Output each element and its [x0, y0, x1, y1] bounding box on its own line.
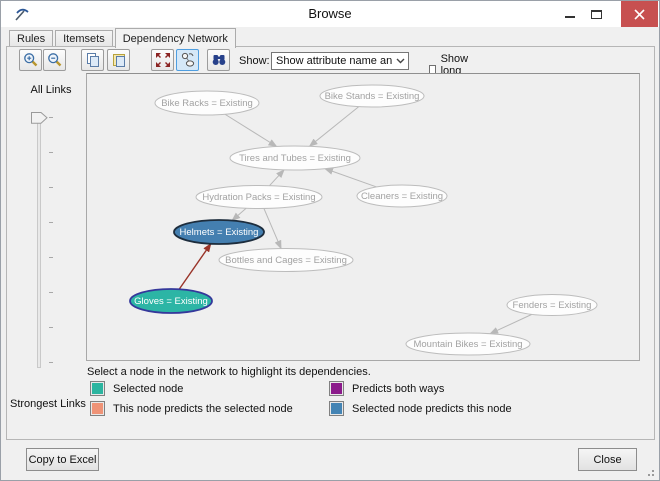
- chevron-down-icon: [396, 58, 405, 64]
- zoom-out-icon: [47, 53, 61, 67]
- legend-swatch-both-ways: [329, 381, 344, 396]
- dependency-network-page: Show: Show attribute name and value Show…: [6, 46, 655, 440]
- graph-edge-cleaners-to-tires-tubes: [324, 168, 377, 188]
- dependency-network-canvas[interactable]: Bike Racks = Existing Bike Stands = Exist…: [86, 73, 640, 361]
- legend-selected-predicts: Selected node predicts this node: [329, 401, 512, 416]
- show-mode-value: Show attribute name and value: [276, 55, 392, 67]
- maximize-button[interactable]: [585, 1, 607, 27]
- links-slider-thumb[interactable]: [31, 112, 48, 124]
- legend-swatch-predicts-selected: [90, 401, 105, 416]
- zoom-to-fit-icon: [155, 53, 170, 67]
- graph-node-hydration-packs[interactable]: Hydration Packs = Existing: [195, 185, 323, 209]
- show-mode-dropdown[interactable]: Show attribute name and value: [271, 52, 409, 70]
- dependency-graph: Bike Racks = Existing Bike Stands = Exist…: [129, 84, 598, 356]
- graph-node-gloves[interactable]: Gloves = Existing: [129, 288, 213, 314]
- graph-node-mountain-bikes[interactable]: Mountain Bikes = Existing: [405, 332, 531, 356]
- find-node-icon: [212, 55, 225, 65]
- graph-node-label: Fenders = Existing: [513, 300, 592, 311]
- zoom-out-button[interactable]: [43, 49, 66, 71]
- graph-node-helmets[interactable]: Helmets = Existing: [173, 219, 265, 245]
- graph-node-bottles-cages[interactable]: Bottles and Cages = Existing: [218, 248, 354, 272]
- pickaxe-icon: [15, 8, 29, 21]
- graph-node-label: Bike Racks = Existing: [161, 98, 253, 109]
- graph-node-label: Hydration Packs = Existing: [202, 192, 315, 203]
- graph-node-bike-racks[interactable]: Bike Racks = Existing: [154, 90, 260, 116]
- links-slider-ticks: [49, 117, 55, 369]
- graph-node-label: Cleaners = Existing: [361, 191, 443, 202]
- title-bar: Browse: [1, 1, 659, 27]
- strongest-links-label: Strongest Links: [10, 398, 86, 410]
- graph-edge-hydration-packs-to-bottles-cages: [263, 208, 282, 250]
- graph-node-label: Gloves = Existing: [134, 296, 208, 307]
- all-links-label: All Links: [30, 84, 72, 96]
- legend-swatch-selected: [90, 381, 105, 396]
- legend-selected-node: Selected node: [90, 381, 183, 396]
- graph-node-label: Bottles and Cages = Existing: [225, 255, 347, 266]
- resize-grip-icon[interactable]: [644, 466, 654, 476]
- copy-to-excel-button[interactable]: Copy to Excel: [26, 448, 99, 471]
- links-slider-track[interactable]: [37, 117, 41, 368]
- copy-graph-icon: [86, 53, 99, 67]
- maximize-icon: [590, 9, 602, 19]
- improve-layout-icon: [181, 52, 194, 67]
- close-icon: [634, 8, 645, 20]
- selection-hint: Select a node in the network to highligh…: [87, 366, 371, 378]
- window-title: Browse: [308, 6, 352, 21]
- copy-graph-button[interactable]: [81, 49, 104, 71]
- graph-node-label: Bike Stands = Existing: [325, 91, 420, 102]
- find-node-button[interactable]: [207, 49, 230, 71]
- zoom-to-fit-button[interactable]: [151, 49, 174, 71]
- graph-node-cleaners[interactable]: Cleaners = Existing: [356, 184, 448, 208]
- graph-node-bike-stands[interactable]: Bike Stands = Existing: [319, 84, 425, 108]
- graph-edge-hydration-packs-to-tires-tubes: [269, 169, 285, 186]
- close-dialog-button[interactable]: Close: [578, 448, 637, 471]
- legend-swatch-selected-predicts: [329, 401, 344, 416]
- legend-predicts-selected: This node predicts the selected node: [90, 401, 293, 416]
- graph-node-tires-tubes[interactable]: Tires and Tubes = Existing: [229, 145, 361, 171]
- show-label: Show:: [239, 55, 270, 67]
- graph-edge-gloves-to-helmets: [178, 242, 212, 290]
- minimize-icon: [565, 16, 575, 18]
- graph-edge-hydration-packs-to-helmets: [231, 207, 247, 222]
- graph-node-label: Helmets = Existing: [180, 227, 259, 238]
- tab-itemsets[interactable]: Itemsets: [55, 30, 113, 47]
- graph-edge-bike-racks-to-tires-tubes: [224, 113, 278, 148]
- graph-edge-fenders-to-mountain-bikes: [489, 313, 533, 335]
- legend-both-ways: Predicts both ways: [329, 381, 444, 396]
- improve-layout-button[interactable]: [176, 49, 199, 71]
- zoom-in-button[interactable]: [19, 49, 42, 71]
- graph-node-label: Tires and Tubes = Existing: [239, 153, 351, 164]
- copy-all-button[interactable]: [107, 49, 130, 71]
- graph-node-label: Mountain Bikes = Existing: [413, 339, 522, 350]
- tab-strip: Rules Itemsets Dependency Network: [9, 28, 238, 48]
- graph-node-fenders[interactable]: Fenders = Existing: [506, 294, 598, 316]
- copy-all-icon: [112, 54, 125, 67]
- graph-edge-bike-stands-to-tires-tubes: [308, 106, 360, 147]
- zoom-in-icon: [23, 53, 37, 67]
- minimize-button[interactable]: [559, 1, 581, 27]
- close-button[interactable]: [621, 1, 658, 27]
- tab-dependency-network[interactable]: Dependency Network: [114, 28, 236, 48]
- tab-rules[interactable]: Rules: [9, 30, 54, 47]
